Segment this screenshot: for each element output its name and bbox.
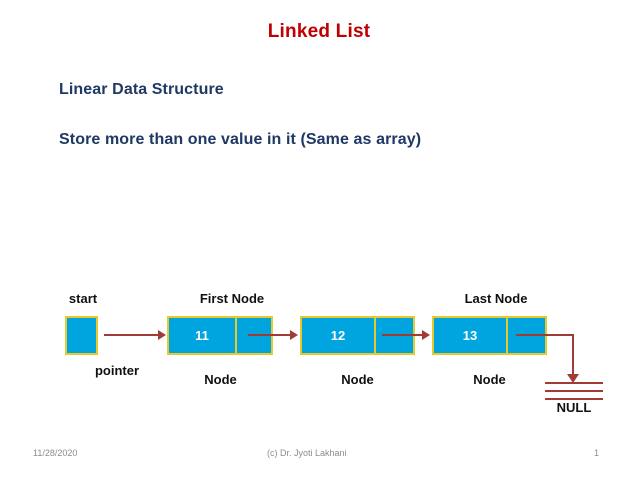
node-2-value: 12	[302, 318, 376, 353]
label-null: NULL	[556, 400, 592, 415]
footer-date: 11/28/2020	[33, 448, 78, 458]
arrow-node1-to-node2-line	[248, 334, 292, 336]
arrow-start-to-node1-line	[104, 334, 160, 336]
arrow-node2-to-node3-head-icon	[422, 330, 430, 340]
page-title: Linked List	[267, 21, 371, 42]
node-3-value: 13	[434, 318, 508, 353]
label-node-1: Node	[204, 372, 237, 387]
label-pointer: pointer	[94, 363, 140, 378]
label-first-node: First Node	[199, 291, 265, 306]
arrow-node3-to-null-vertical	[572, 334, 574, 376]
arrow-node3-to-null-line	[516, 334, 574, 336]
label-start: start	[68, 291, 98, 306]
label-last-node: Last Node	[464, 291, 528, 306]
bullet-text-1: Linear Data Structure	[59, 81, 224, 98]
ground-symbol-line-2-icon	[545, 390, 603, 392]
label-node-2: Node	[341, 372, 374, 387]
arrow-start-to-node1-head-icon	[158, 330, 166, 340]
start-pointer-box	[65, 316, 98, 355]
bullet-text-2: Store more than one value in it (Same as…	[59, 131, 422, 148]
footer-page-number: 1	[594, 448, 600, 458]
footer-copyright: (c) Dr. Jyoti Lakhani	[267, 448, 347, 458]
arrow-node2-to-node3-line	[382, 334, 424, 336]
list-node-1: 11	[167, 316, 273, 355]
arrow-node3-to-null-head-icon	[567, 374, 579, 383]
slide-footer: 11/28/2020 (c) Dr. Jyoti Lakhani 1	[0, 445, 638, 465]
label-node-3: Node	[473, 372, 506, 387]
arrow-node1-to-node2-head-icon	[290, 330, 298, 340]
ground-symbol-line-3-icon	[545, 398, 603, 400]
ground-symbol-line-1-icon	[545, 382, 603, 384]
node-1-value: 11	[169, 318, 237, 353]
